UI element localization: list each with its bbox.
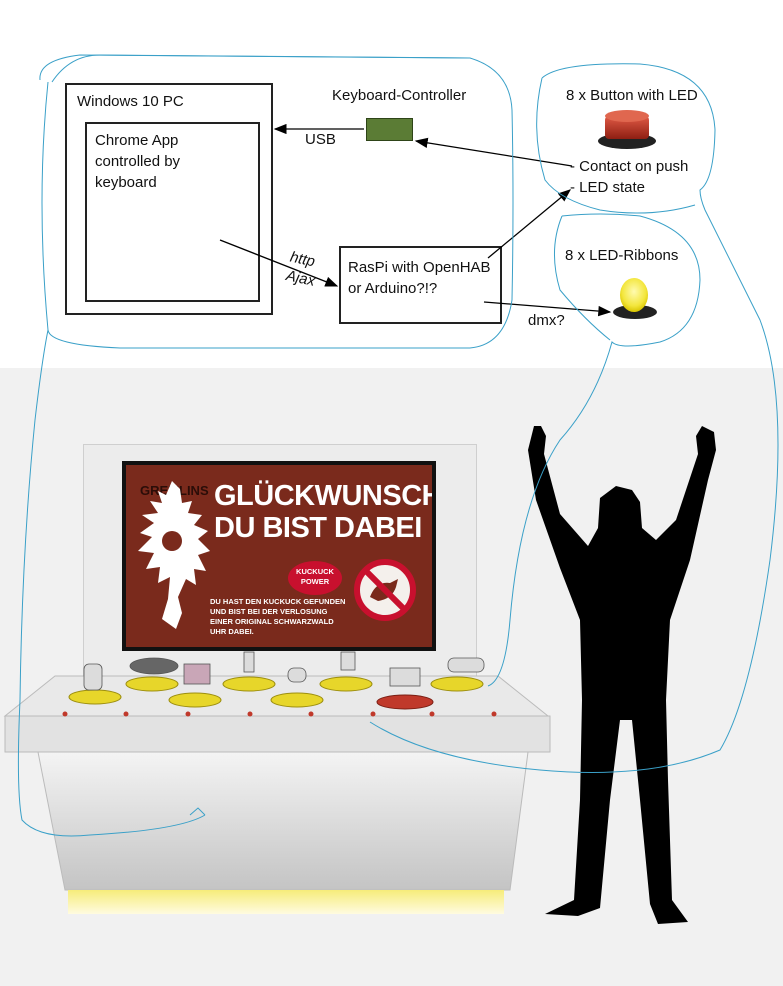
contact-arrow xyxy=(414,137,573,167)
contact-on-push-label: - Contact on push xyxy=(570,158,689,175)
display-screen: GREMLINS GLÜCKWUNSCH DU BIST DABEI !!! K… xyxy=(126,465,432,647)
headline-line1: GLÜCKWUNSCH xyxy=(214,480,432,512)
kuckuck-power-badge: KUCKUCK POWER xyxy=(288,561,342,595)
led-ribbons-title: 8 x LED-Ribbons xyxy=(565,247,679,264)
dmx-label: dmx? xyxy=(528,312,565,329)
cuckoo-clock-icon xyxy=(138,481,210,629)
led-ribbon-bulb-icon xyxy=(613,278,657,319)
keyboard-controller-title: Keyboard-Controller xyxy=(332,87,467,104)
red-button-icon xyxy=(598,110,656,149)
chrome-app-box: Chrome App controlled by keyboard xyxy=(85,122,260,302)
raspi-box: RasPi with OpenHAB or Arduino?!? xyxy=(339,246,502,324)
raspi-label: RasPi with OpenHAB or Arduino?!? xyxy=(348,259,491,297)
badge-line2: POWER xyxy=(300,577,330,586)
button-led-title: 8 x Button with LED xyxy=(566,87,698,104)
headline-line2: DU BIST DABEI !!! xyxy=(214,512,432,544)
windows-pc-title: Windows 10 PC xyxy=(77,93,184,110)
keyboard-controller-device xyxy=(366,118,413,141)
badge-line1: KUCKUCK xyxy=(296,567,334,576)
no-bird-sign-icon xyxy=(354,559,416,621)
screen-body-text: DU HAST DEN KUCKUCK GEFUNDEN UND BIST BE… xyxy=(210,597,346,636)
led-state-label: - LED state xyxy=(570,179,646,196)
usb-label: USB xyxy=(305,131,336,148)
chrome-app-label: Chrome App controlled by keyboard xyxy=(95,132,181,191)
